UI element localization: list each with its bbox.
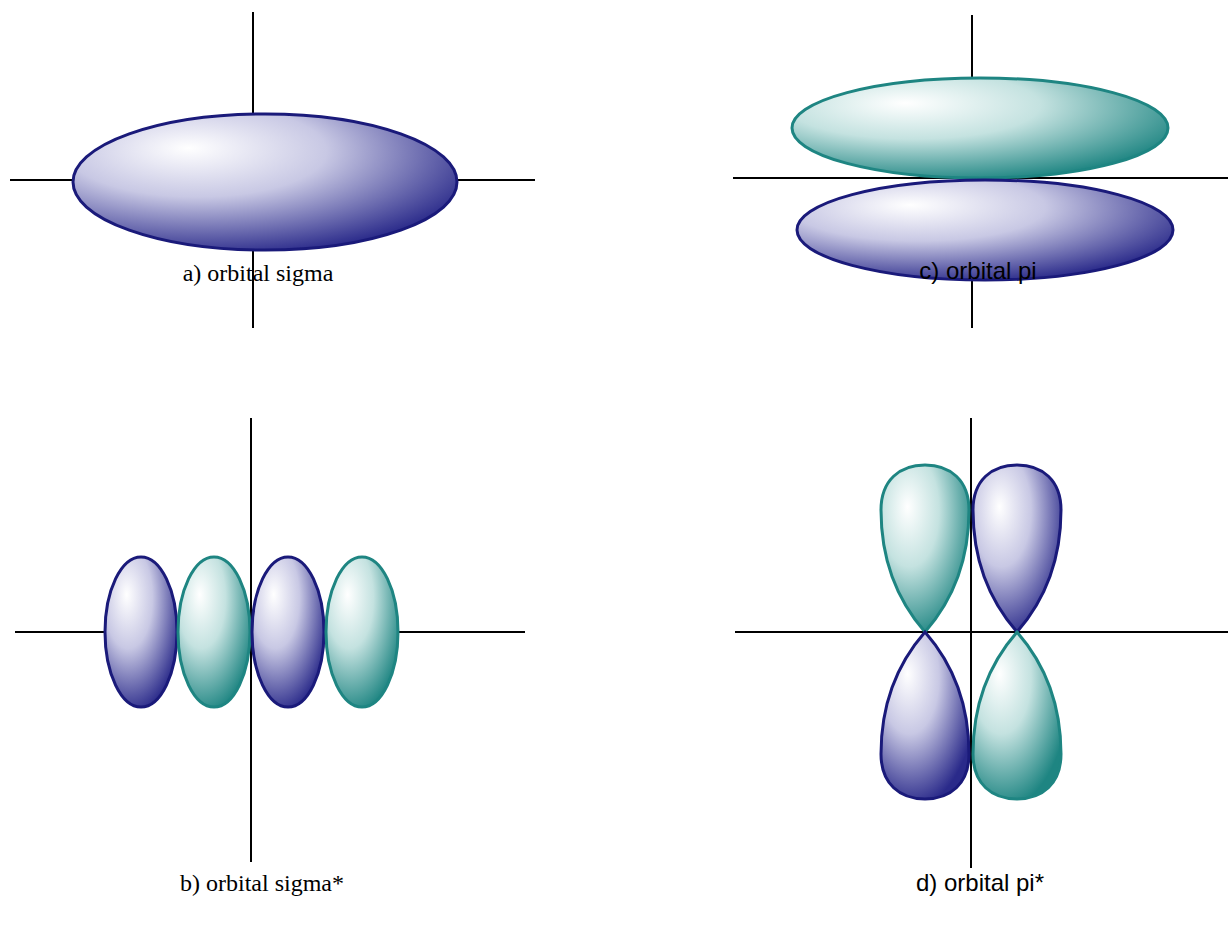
sigma-star-orbital <box>15 418 525 862</box>
pi-star-orbital <box>735 418 1228 868</box>
orbital-caption: c) orbital pi <box>919 256 1036 286</box>
sigma-orbital <box>10 12 535 328</box>
orbital-caption: d) orbital pi* <box>916 868 1044 898</box>
orbital-caption: b) orbital sigma* <box>180 868 344 898</box>
pi-orbital <box>733 15 1228 328</box>
orbital-caption: a) orbital sigma <box>183 258 334 288</box>
